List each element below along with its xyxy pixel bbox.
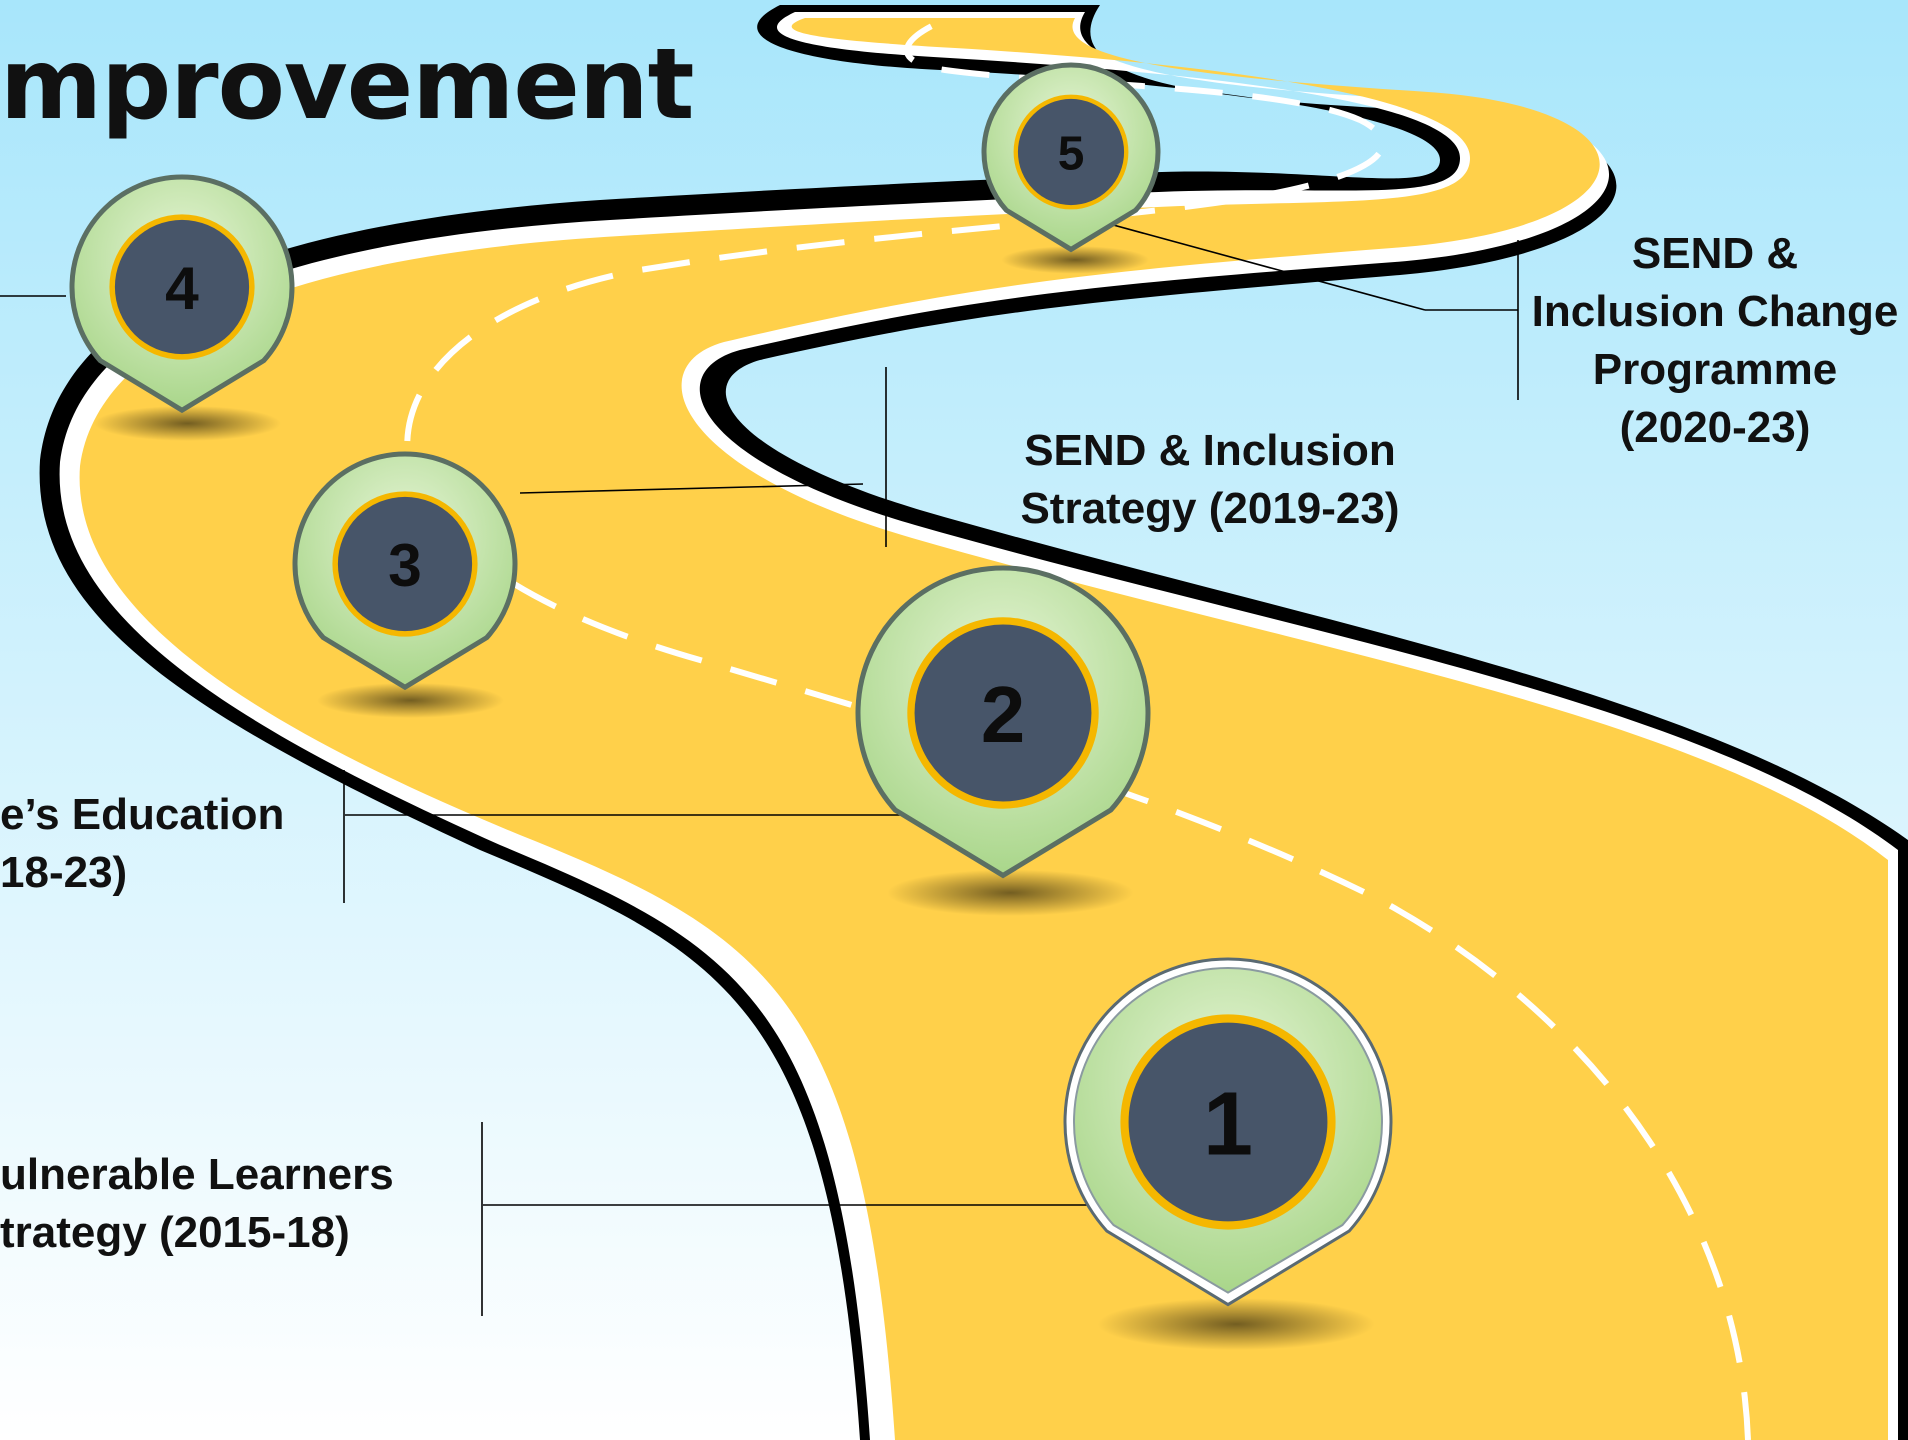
pin-center [114,219,250,355]
road-center-dashes [404,19,1751,1440]
leader-line-5a [1094,219,1426,311]
pin-center [337,496,473,632]
pin-number-1: 1 [1203,1074,1253,1174]
milestone-label-2-line-1: e’s Education [0,790,285,839]
pin-shadow [1001,245,1150,274]
pin-shadow [1097,1298,1375,1351]
pin-center [1128,1022,1328,1222]
milestone-pin-3: 3 [292,451,518,719]
pin-number-4: 4 [165,254,199,322]
milestone-label-1: ulnerable Learners trategy (2015-18) [0,1146,428,1262]
milestone-pins: 1 2 3 4 5 [69,62,1393,1351]
pin-number-3: 3 [388,531,422,599]
milestone-label-1-line-2: trategy (2015-18) [0,1208,350,1257]
milestone-pin-5: 5 [981,62,1161,274]
milestone-label-3-line-1: SEND & Inclusion [1024,426,1396,475]
milestone-label-3-line-2: Strategy (2019-23) [1020,484,1400,533]
pin-center [914,624,1092,802]
pin-shadow [317,682,504,719]
milestone-label-5-line-2: Inclusion Change [1531,287,1899,336]
milestone-label-5-line-3: Programme [1592,345,1838,394]
milestone-pin-2: 2 [855,565,1151,916]
pin-shadow [94,405,281,441]
milestone-label-2-line-2: 18-23) [0,848,128,897]
milestone-label-1-line-1: ulnerable Learners [0,1150,394,1199]
milestone-pin-4: 4 [69,174,295,441]
milestone-label-5-line-4: (2020-23) [1619,403,1811,452]
milestone-label-3: SEND & Inclusion Strategy (2019-23) [980,422,1440,538]
leader-line-3 [519,483,864,494]
pin-number-2: 2 [981,670,1025,759]
milestone-label-2: e’s Education 18-23) [0,786,310,902]
page-title: mprovement [0,28,694,142]
pin-center [1017,98,1125,206]
leader-lines [0,219,1519,1316]
pin-shadow [887,869,1134,916]
milestone-pin-1: 1 [1063,957,1393,1351]
milestone-label-5-line-1: SEND & [1631,229,1799,278]
milestone-label-5: SEND & Inclusion Change Programme (2020-… [1500,225,1908,457]
pin-number-5: 5 [1058,127,1085,180]
